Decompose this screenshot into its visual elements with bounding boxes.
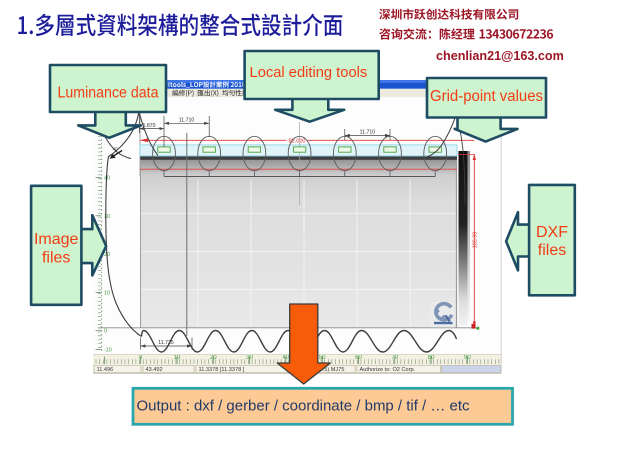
svg-text:10: 10	[174, 355, 181, 361]
svg-text:11.710: 11.710	[360, 130, 376, 136]
svg-text:5.870: 5.870	[143, 123, 156, 129]
svg-text:11.496: 11.496	[97, 367, 114, 373]
svg-text:Authorize to: O2 Corp.: Authorize to: O2 Corp.	[360, 367, 416, 373]
svg-text:chenlian21@163.com: chenlian21@163.com	[436, 49, 564, 63]
svg-text:Local editing tools: Local editing tools	[250, 64, 368, 81]
svg-text:40: 40	[113, 147, 119, 152]
svg-text:Output : dxf / gerber / coordi: Output : dxf / gerber / coordinate / bmp…	[137, 399, 470, 415]
svg-text:30: 30	[104, 214, 110, 220]
svg-text:43.492: 43.492	[146, 367, 163, 373]
svg-text:90: 90	[464, 355, 471, 361]
svg-text:Grid-point values: Grid-point values	[430, 88, 543, 105]
svg-text:11.725: 11.725	[158, 340, 174, 346]
svg-text:DXF: DXF	[536, 224, 568, 241]
svg-text:40: 40	[283, 355, 290, 361]
svg-text:70: 70	[391, 355, 398, 361]
svg-text:(181.5) MJ75: (181.5) MJ75	[312, 367, 345, 373]
svg-text:105.99: 105.99	[473, 232, 479, 249]
svg-text:30: 30	[246, 355, 253, 361]
svg-text:11.710: 11.710	[179, 118, 195, 124]
svg-text:files: files	[42, 250, 70, 267]
svg-text:10: 10	[104, 290, 110, 296]
svg-text:80: 80	[428, 355, 435, 361]
svg-text:82.000: 82.000	[288, 138, 305, 144]
svg-text:files: files	[538, 242, 566, 259]
svg-text:20: 20	[210, 355, 217, 361]
svg-text:-10: -10	[104, 348, 112, 354]
svg-text:Image: Image	[34, 231, 79, 248]
svg-text:0: 0	[139, 355, 143, 361]
svg-text:60: 60	[355, 355, 362, 361]
svg-text:11.3378 [11.3378 ]: 11.3378 [11.3378 ]	[199, 367, 245, 373]
svg-text:50: 50	[319, 355, 326, 361]
svg-text:0: 0	[104, 329, 107, 335]
svg-text:Luminance data: Luminance data	[58, 85, 159, 102]
